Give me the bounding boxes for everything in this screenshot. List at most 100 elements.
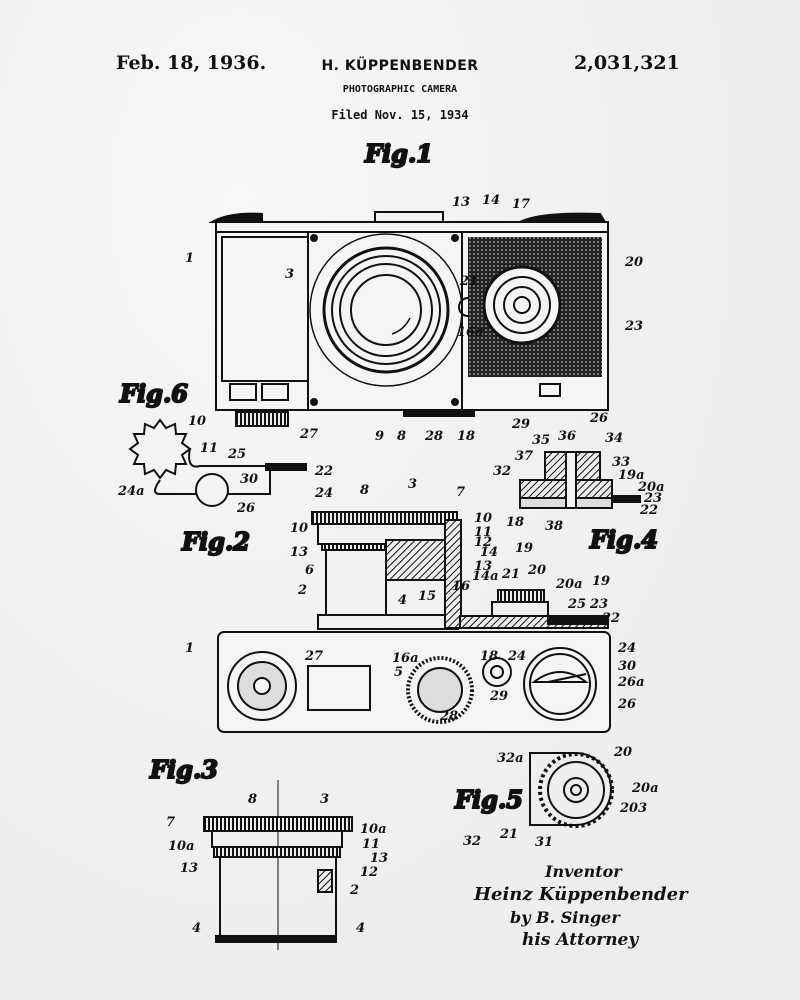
reference-numeral: 13 [452,195,470,210]
reference-numeral: 21 [501,567,520,582]
reference-numeral: 20 [613,745,632,760]
reference-numeral: 14 [480,545,498,560]
reference-numeral: 5 [394,665,403,680]
reference-numeral: 19 [592,574,610,589]
reference-numeral: 26 [617,697,636,712]
figure-1: Fig.1 [208,138,609,427]
attorney-label: his Attorney [522,930,639,950]
patent-title: PHOTOGRAPHIC CAMERA [342,84,458,95]
reference-numeral: 30 [240,472,258,487]
reference-numeral: 21 [459,274,478,289]
fig5-caption: Fig.5 [454,785,523,814]
reference-numeral: 20a [637,480,665,495]
reference-numeral: 28 [439,709,458,724]
reference-numeral: 24 [617,641,636,656]
fig6-caption: Fig.6 [119,379,188,408]
reference-numeral: 32 [493,464,511,479]
reference-numeral: 7 [166,815,175,830]
reference-numeral: 21 [499,827,518,842]
reference-numeral: 27 [304,649,323,664]
reference-numeral: 10 [290,521,308,536]
reference-numeral: 26 [236,501,255,516]
reference-numeral: 203 [619,801,647,816]
patent-date: Feb. 18, 1936. [116,52,267,74]
figure-5: Fig.5 [453,752,614,828]
reference-numeral: 17 [512,197,530,212]
reference-numeral: 4 [356,921,365,936]
reference-numeral: 22 [601,611,620,626]
reference-numeral: 2 [297,583,307,598]
reference-numeral: 12 [474,535,492,550]
reference-numeral: 8 [248,792,257,807]
reference-numeral: 10 [188,414,206,429]
reference-numeral: 4 [398,593,407,608]
reference-numeral: 4 [192,921,201,936]
reference-numeral: 29 [511,417,530,432]
reference-numeral: 1 [185,641,194,656]
reference-numeral: 33 [612,455,630,470]
reference-numeral: 15 [418,589,436,604]
reference-numeral: 25 [567,597,586,612]
reference-numeral: 11 [474,525,492,540]
reference-numeral: 12 [360,865,378,880]
reference-numeral: 18 [480,649,498,664]
reference-numeral: 29 [489,689,508,704]
reference-numeral: 20 [624,255,643,270]
reference-numeral: 20 [527,563,546,578]
reference-numeral: 23 [589,597,608,612]
reference-numeral: 28 [424,429,443,444]
reference-numeral: 13 [474,559,492,574]
reference-numeral: 13 [180,861,198,876]
reference-numeral: 24 [507,649,526,664]
reference-numeral: 13 [290,545,308,560]
fig5-labels: 32a 20 20a 203 32 21 31 [463,745,659,850]
reference-numeral: 20a [631,781,659,796]
attorney-signature: by B. Singer [510,908,620,927]
reference-numeral: 9 [375,429,384,444]
reference-numeral: 7 [456,485,465,500]
reference-numeral: 35 [532,433,550,448]
reference-numeral: 6 [305,563,314,578]
reference-numeral: 22 [314,464,333,479]
reference-numeral: 31 [535,835,553,850]
fig3-caption: Fig.3 [149,755,218,784]
reference-numeral: 24 [314,486,333,501]
reference-numeral: 13 [370,851,388,866]
reference-numeral: 30 [618,659,636,674]
reference-numeral: 2 [349,883,359,898]
reference-numeral: 23 [624,319,643,334]
reference-numeral: 34 [605,431,623,446]
reference-numeral: 3 [320,792,329,807]
filed-date: Filed Nov. 15, 1934 [331,108,469,122]
fig2-labels: 8 3 7 10 10 11 12 13 13 14 14a 6 2 4 15 … [185,477,645,724]
fig1-caption: Fig.1 [364,139,433,168]
fig4-labels: 35 36 34 37 33 32 19a 20a 23 22 18 38 19 [493,429,665,556]
inventor-signature: Heinz Küppenbender [474,884,688,905]
reference-numeral: 14 [482,193,500,208]
patent-number: 2,031,321 [574,52,680,74]
reference-numeral: 32 [463,834,481,849]
reference-numeral: 23 [643,491,662,506]
inventor-name: H. KÜPPENBENDER [321,58,479,74]
reference-numeral: 27 [299,427,318,442]
fig6-labels: 10 11 25 22 30 24 24a 26 [117,414,333,516]
fig2-caption: Fig.2 [181,527,250,556]
reference-numeral: 10a [168,839,195,854]
reference-numeral: 18 [457,429,475,444]
reference-numeral: 10 [474,511,492,526]
reference-numeral: 16 [452,579,470,594]
reference-numeral: 11 [362,837,380,852]
reference-numeral: 8 [397,429,406,444]
reference-numeral: 37 [515,449,533,464]
reference-numeral: 3 [285,267,294,282]
reference-numeral: 19a [618,468,645,483]
figure-6: Fig.6 [118,378,307,507]
reference-numeral: 36 [558,429,576,444]
reference-numeral: 38 [545,519,563,534]
reference-numeral: 24a [117,484,145,499]
figure-2: Fig.2 [180,511,611,733]
figure-4: Fig.4 [519,451,659,555]
reference-numeral: 32a [497,751,524,766]
